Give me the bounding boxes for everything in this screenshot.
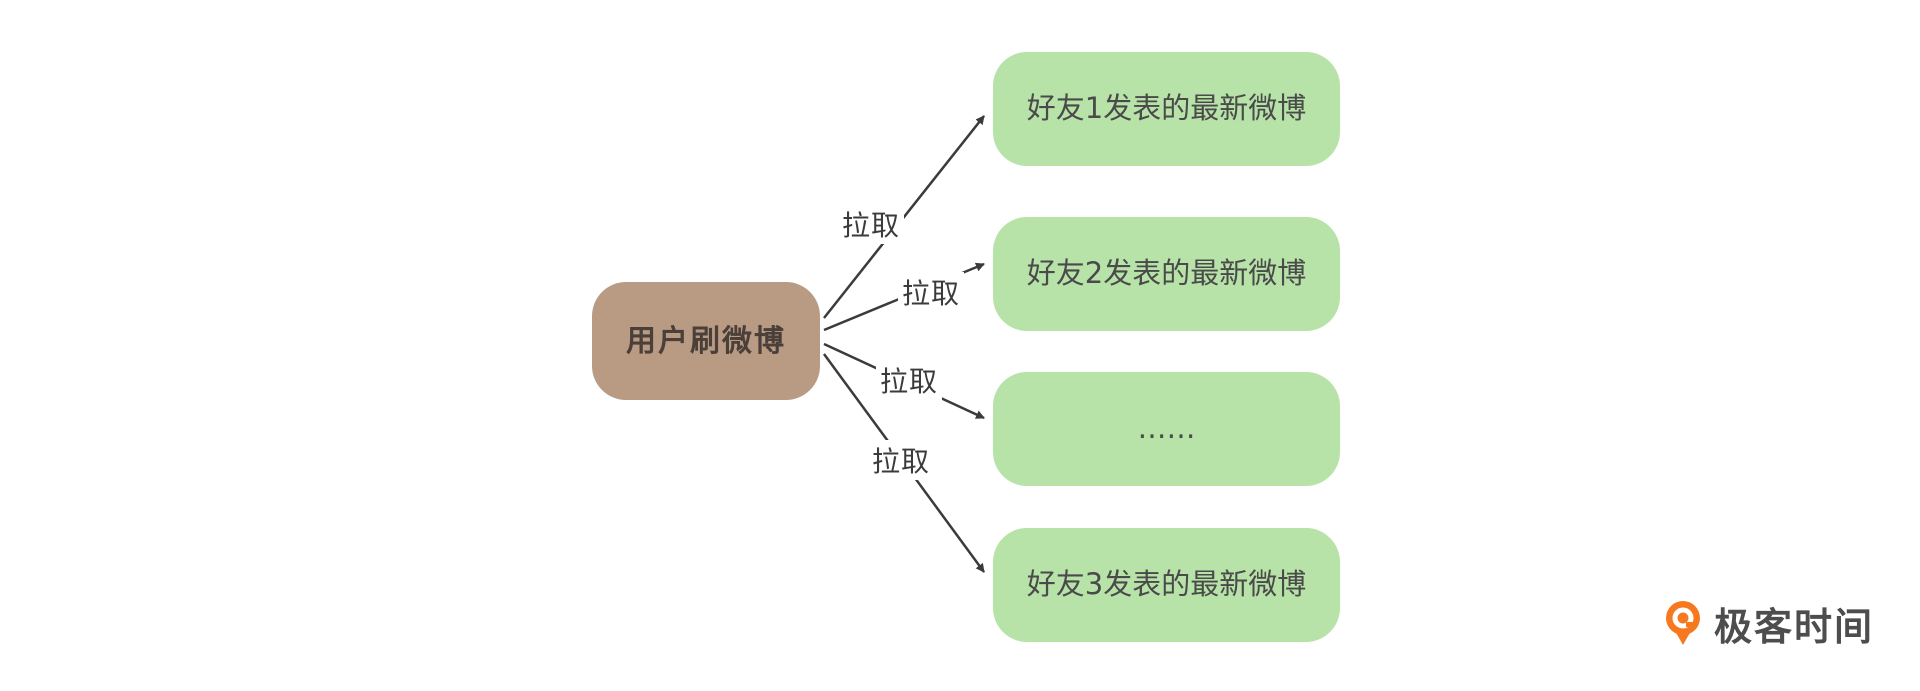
source-node-user-browse-weibo: 用户刷微博 bbox=[592, 282, 820, 400]
target-node-label: …… bbox=[1137, 411, 1196, 446]
geektime-logo: 极客时间 bbox=[1662, 596, 1874, 651]
target-node-friend2-feed: 好友2发表的最新微博 bbox=[993, 217, 1340, 331]
geektime-logo-icon bbox=[1666, 600, 1700, 645]
target-node-ellipsis: …… bbox=[993, 372, 1340, 486]
target-node-label: 好友1发表的最新微博 bbox=[1026, 91, 1307, 126]
target-node-label: 好友3发表的最新微博 bbox=[1026, 567, 1307, 602]
edge-label-pull-4: 拉取 bbox=[868, 440, 935, 480]
edge-label-pull-1: 拉取 bbox=[838, 204, 905, 244]
target-node-friend3-feed: 好友3发表的最新微博 bbox=[993, 528, 1340, 642]
target-node-label: 好友2发表的最新微博 bbox=[1026, 256, 1307, 291]
geektime-logo-text: 极客时间 bbox=[1714, 605, 1875, 649]
source-node-label: 用户刷微博 bbox=[626, 323, 786, 359]
edge-label-pull-3: 拉取 bbox=[876, 360, 943, 400]
edge-label-pull-2: 拉取 bbox=[898, 272, 965, 312]
target-node-friend1-feed: 好友1发表的最新微博 bbox=[993, 52, 1340, 166]
